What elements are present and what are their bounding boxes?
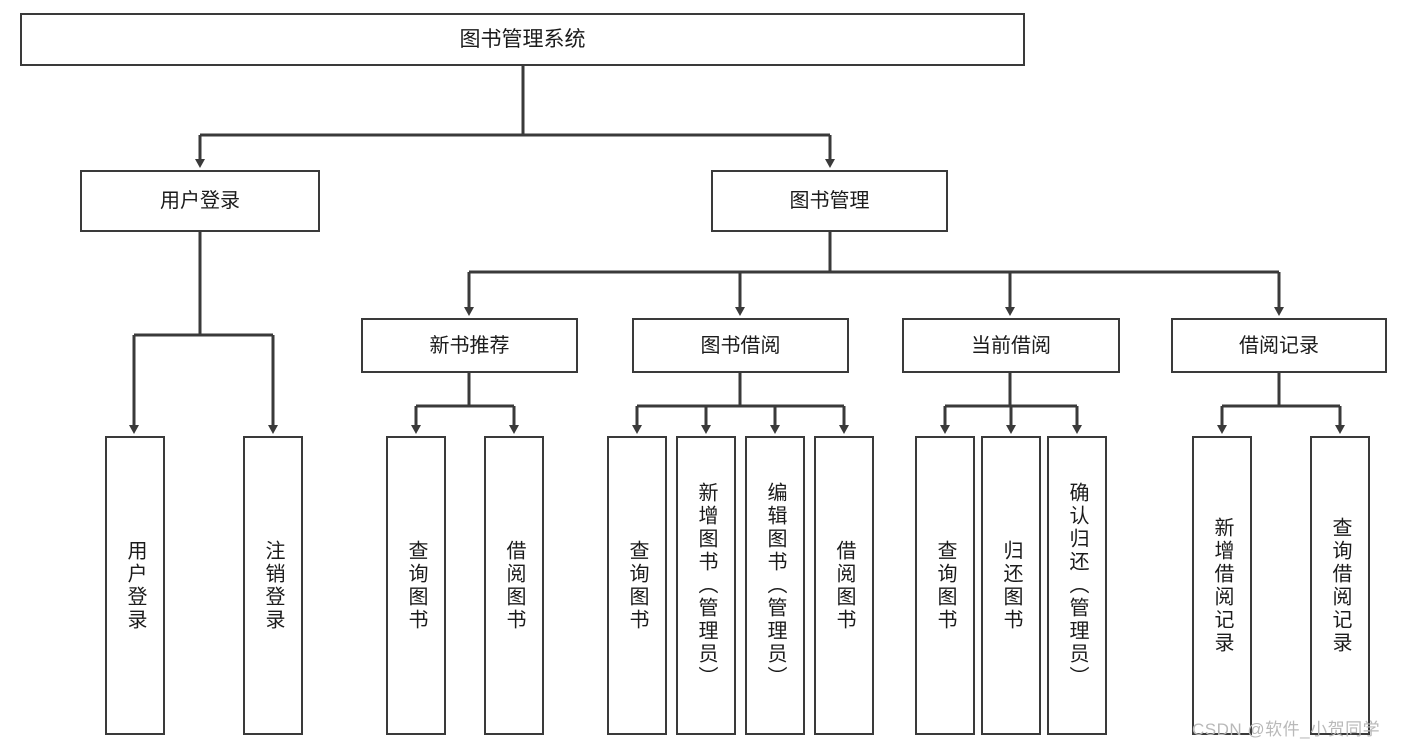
node-user-login-label: 用户登录 (160, 190, 240, 212)
node-user-login[interactable]: 用户登录 (80, 170, 320, 232)
node-root-label: 图书管理系统 (459, 28, 586, 51)
node-borrow-record-label: 借阅记录 (1239, 334, 1319, 357)
node-book-manage[interactable]: 图书管理 (711, 170, 948, 232)
watermark: CSDN @软件_小贺同学 (1192, 720, 1381, 739)
node-leaf-query-book-bor[interactable]: 查询图书 (607, 436, 667, 735)
node-leaf-query-book-rec[interactable]: 查询图书 (386, 436, 446, 735)
node-leaf-label: 用户登录 (124, 539, 146, 632)
node-leaf-label: 借阅图书 (503, 539, 525, 632)
node-leaf-label: 确认归还（管理员） (1066, 482, 1088, 689)
node-leaf-confirm-return[interactable]: 确认归还（管理员） (1047, 436, 1107, 735)
node-current-borrow-label: 当前借阅 (971, 334, 1051, 357)
node-leaf-label: 编辑图书（管理员） (764, 482, 786, 689)
node-leaf-label: 查询图书 (934, 539, 956, 632)
node-current-borrow[interactable]: 当前借阅 (902, 318, 1120, 373)
node-leaf-borrow-book-rec[interactable]: 借阅图书 (484, 436, 544, 735)
node-leaf-label: 归还图书 (1000, 539, 1022, 632)
node-book-manage-label: 图书管理 (789, 190, 870, 212)
node-leaf-label: 查询图书 (405, 539, 427, 632)
node-leaf-label: 查询图书 (626, 539, 648, 632)
node-leaf-user-login[interactable]: 用户登录 (105, 436, 165, 735)
node-leaf-return-book[interactable]: 归还图书 (981, 436, 1041, 735)
node-root[interactable]: 图书管理系统 (20, 13, 1025, 66)
node-leaf-query-record[interactable]: 查询借阅记录 (1310, 436, 1370, 735)
node-leaf-edit-book[interactable]: 编辑图书（管理员） (745, 436, 805, 735)
node-leaf-query-book-cur[interactable]: 查询图书 (915, 436, 975, 735)
node-leaf-label: 新增图书（管理员） (695, 482, 717, 689)
node-leaf-label: 注销登录 (262, 539, 284, 632)
node-new-book-rec-label: 新书推荐 (429, 334, 510, 357)
node-leaf-user-logout[interactable]: 注销登录 (243, 436, 303, 735)
node-leaf-add-record[interactable]: 新增借阅记录 (1192, 436, 1252, 735)
node-borrow-record[interactable]: 借阅记录 (1171, 318, 1387, 373)
node-leaf-label: 借阅图书 (833, 539, 855, 632)
node-new-book-rec[interactable]: 新书推荐 (361, 318, 578, 373)
node-leaf-add-book[interactable]: 新增图书（管理员） (676, 436, 736, 735)
node-leaf-borrow-book-bor[interactable]: 借阅图书 (814, 436, 874, 735)
node-book-borrow-label: 图书借阅 (700, 334, 781, 357)
node-leaf-label: 新增借阅记录 (1211, 516, 1233, 655)
node-book-borrow[interactable]: 图书借阅 (632, 318, 849, 373)
node-leaf-label: 查询借阅记录 (1329, 516, 1351, 655)
